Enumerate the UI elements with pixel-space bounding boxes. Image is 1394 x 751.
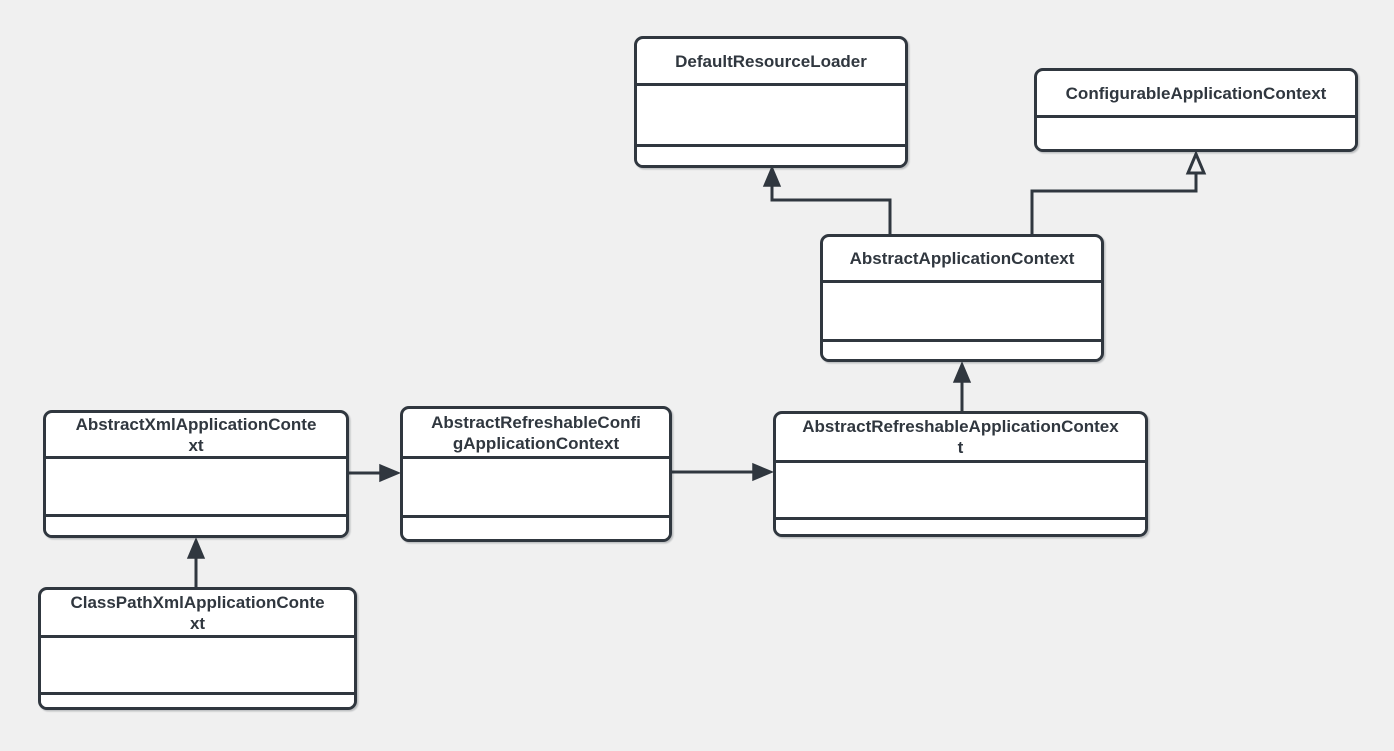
edge-line [770,186,892,236]
class-name: AbstractApplicationContext [849,249,1075,268]
filled-triangle-arrowhead [952,361,972,383]
edge-abstract-xml-application-context-to-abstract-refreshable-config-application-context [347,463,401,483]
class-box-class-path-xml-application-context[interactable]: ClassPathXmlApplicationContext [38,587,357,710]
edge-abstract-application-context-to-default-resource-loader [762,165,892,236]
class-name: AbstractRefreshableConfigApplicationCont… [431,412,641,453]
class-name: ConfigurableApplicationContext [1065,83,1327,103]
class-box-abstract-refreshable-application-context[interactable]: AbstractRefreshableApplicationContext [773,411,1148,537]
edge-abstract-refreshable-config-application-context-to-abstract-refreshable-application-context [671,462,774,482]
fields-compartment [637,83,905,144]
methods-compartment [403,515,669,539]
class-name: AbstractXmlApplicationContext [75,414,317,455]
edge-abstract-refreshable-application-context-to-abstract-application-context [952,361,972,412]
filled-triangle-arrowhead [379,463,401,483]
class-name: ClassPathXmlApplicationContext [70,592,325,633]
fields-compartment [823,280,1101,339]
class-box-configurable-application-context[interactable]: ConfigurableApplicationContext [1034,68,1358,152]
class-box-default-resource-loader[interactable]: DefaultResourceLoader [634,36,908,168]
fields-compartment [41,635,354,692]
class-box-abstract-xml-application-context[interactable]: AbstractXmlApplicationContext [43,410,349,538]
filled-triangle-arrowhead [752,462,774,482]
edge-abstract-application-context-to-configurable-application-context [1030,150,1207,236]
hollow-triangle-arrowhead [1185,150,1207,175]
filled-triangle-arrowhead [762,165,782,187]
edge-class-path-xml-application-context-to-abstract-xml-application-context [186,537,206,588]
methods-compartment [46,514,346,535]
fields-compartment [46,456,346,514]
edge-line [1030,174,1198,236]
class-box-abstract-application-context[interactable]: AbstractApplicationContext [820,234,1104,362]
methods-compartment [823,339,1101,359]
fields-compartment [1037,115,1355,149]
class-name: AbstractRefreshableApplicationContext [802,417,1119,457]
class-box-abstract-refreshable-config-application-context[interactable]: AbstractRefreshableConfigApplicationCont… [400,406,672,542]
fields-compartment [403,456,669,515]
methods-compartment [776,517,1145,534]
methods-compartment [41,692,354,707]
methods-compartment [637,144,905,165]
fields-compartment [776,460,1145,517]
filled-triangle-arrowhead [186,537,206,559]
class-name: DefaultResourceLoader [675,51,867,71]
